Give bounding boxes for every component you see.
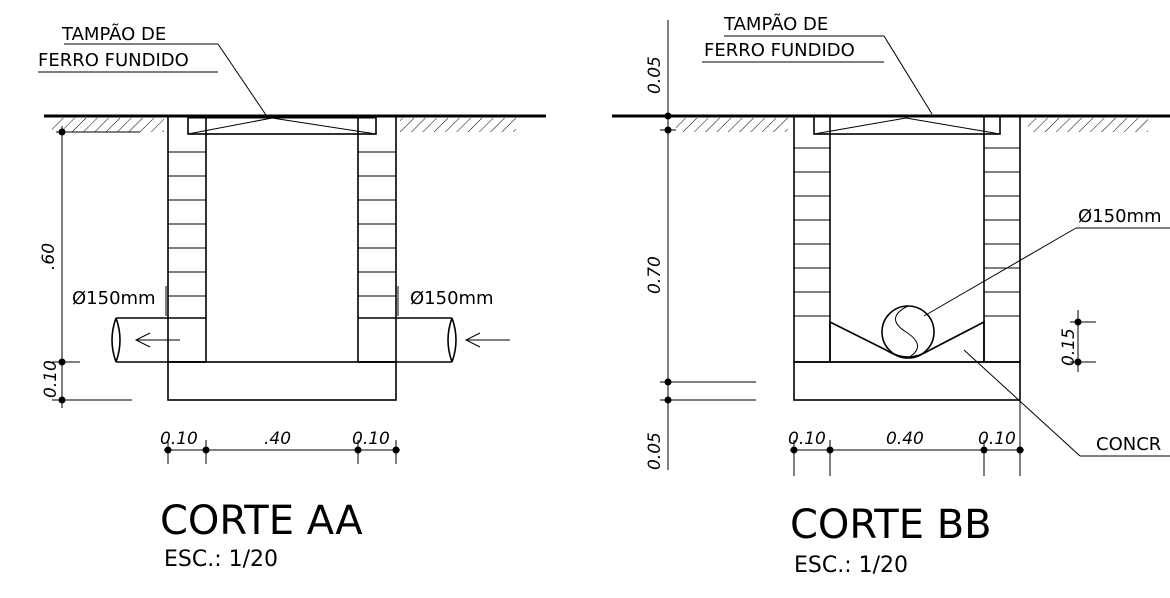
soil-hatch-right-b [1028, 118, 1148, 132]
section-bb: TAMPÃO DE FERRO FUNDIDO Ø150mm CONCR 0.0… [612, 13, 1170, 578]
dim-wall-left-aa: 0.10 [160, 429, 198, 449]
dim-wall-right-bb: 0.10 [978, 429, 1016, 449]
cast-iron-lid-left [187, 115, 377, 135]
soil-hatch-left-b [400, 118, 516, 132]
vertical-dimension-right [660, 20, 756, 470]
flow-arrow-right [464, 332, 510, 348]
flow-arrow-left [134, 332, 180, 348]
section-title-aa: CORTE AA [160, 498, 363, 544]
soil-hatch-left-a [52, 118, 164, 132]
dim-depth-left: .60 [39, 243, 59, 270]
brick-wall-right-bb [983, 115, 1021, 363]
lid-label-line2-left: FERRO FUNDIDO [38, 50, 189, 71]
lid-leader-left [38, 43, 269, 119]
brick-wall-right [357, 115, 397, 363]
channel-fill [829, 320, 985, 363]
dim-base-left: 0.10 [41, 360, 61, 398]
lid-leader-right [702, 35, 933, 115]
brick-wall-left-bb [793, 115, 831, 363]
concrete-base-left [167, 361, 397, 401]
pipe-section-bb [881, 305, 935, 359]
pipe-label-left: Ø150mm [72, 288, 156, 309]
dim-wall-left-bb: 0.10 [788, 429, 826, 449]
concrete-label-bb: CONCR [1096, 434, 1161, 455]
pipe-label-right: Ø150mm [410, 288, 494, 309]
pipe-leader-bb [923, 227, 1170, 317]
dim-inner-aa: .40 [264, 429, 291, 449]
dim-bottom-bb: 0.05 [645, 432, 665, 470]
section-aa: TAMPÃO DE FERRO FUNDIDO Ø150mm Ø150mm .6… [38, 23, 546, 572]
dim-top-bb: 0.05 [645, 56, 665, 94]
section-title-bb: CORTE BB [790, 502, 992, 548]
cast-iron-lid-right [813, 115, 1001, 135]
lid-label-line1-left: TAMPÃO DE [61, 23, 166, 45]
section-scale-bb: ESC.: 1/20 [794, 553, 908, 578]
brick-wall-left [167, 115, 207, 363]
pipe-right [358, 317, 457, 363]
section-scale-aa: ESC.: 1/20 [164, 547, 278, 572]
pipe-label-bb: Ø150mm [1078, 206, 1162, 227]
dim-inner-bb: 0.40 [886, 429, 924, 449]
lid-label-line2-right: FERRO FUNDIDO [704, 40, 855, 61]
concrete-leader-bb [963, 349, 1170, 457]
soil-hatch-right-a [676, 118, 788, 132]
dim-wall-right-aa: 0.10 [352, 429, 390, 449]
concrete-base-right [793, 361, 1021, 401]
lid-label-line1-right: TAMPÃO DE [723, 13, 828, 35]
vertical-dimension-left [52, 126, 140, 408]
dim-depth-bb: 0.70 [645, 256, 665, 294]
dim-fill-bb: 0.15 [1059, 328, 1079, 366]
